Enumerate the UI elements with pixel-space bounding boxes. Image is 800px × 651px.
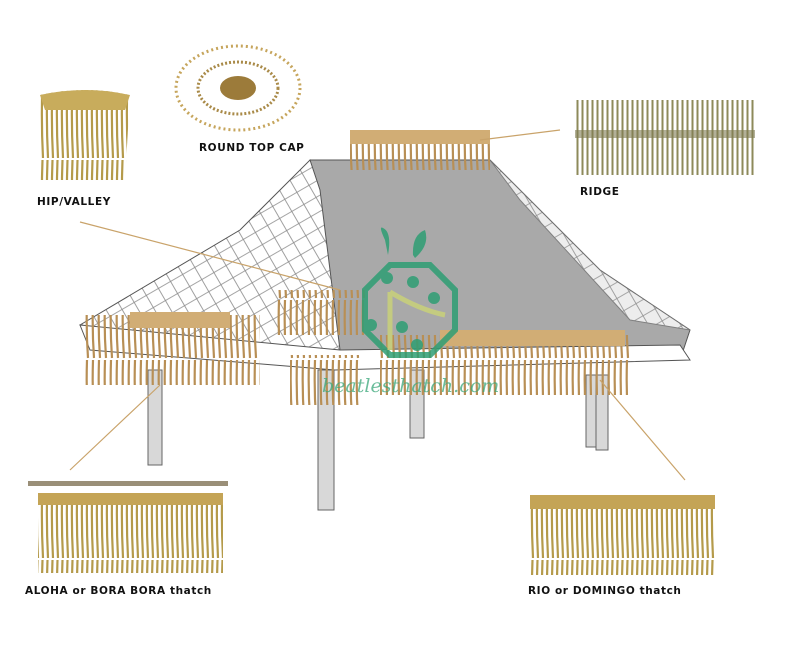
rio-sample xyxy=(530,495,715,575)
label-ridge: RIDGE xyxy=(580,186,620,198)
logo-watermark xyxy=(362,227,458,358)
label-rio: RIO or DOMINGO thatch xyxy=(528,585,682,597)
label-round-top-cap: ROUND TOP CAP xyxy=(199,142,305,154)
label-aloha: ALOHA or BORA BORA thatch xyxy=(25,585,212,597)
leader-lines xyxy=(69,129,686,481)
ridge-sample xyxy=(575,100,755,175)
label-hip-valley: HIP/VALLEY xyxy=(37,196,111,208)
hip-valley-sample xyxy=(40,90,130,180)
watermark-text: beatlesthatch.com xyxy=(322,375,500,397)
round-top-cap-sample xyxy=(174,44,302,132)
aloha-sample xyxy=(28,481,228,573)
